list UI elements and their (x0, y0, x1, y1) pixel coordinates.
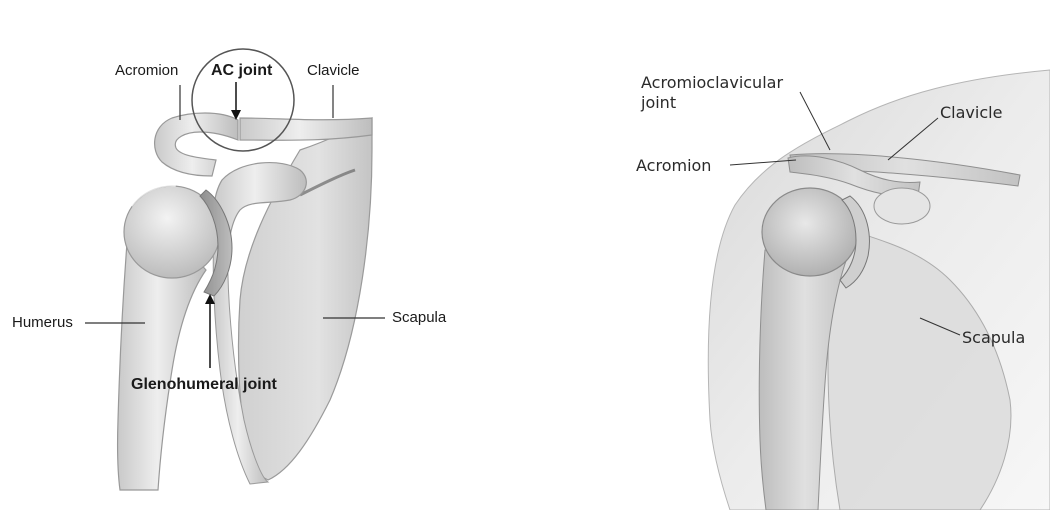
acromion-label: Acromion (115, 63, 178, 80)
scapula-label-right: Scapula (962, 329, 1025, 347)
acromioclavicular-label-line1: Acromioclavicular (641, 74, 783, 92)
coracoid-right (874, 188, 930, 224)
acromion-label-right: Acromion (636, 157, 711, 175)
clavicle-label-right: Clavicle (940, 104, 1002, 122)
glenohumeral-joint-label: Glenohumeral joint (131, 376, 277, 394)
humerus-label: Humerus (12, 315, 73, 332)
clavicle-label: Clavicle (307, 63, 360, 80)
scapula-label: Scapula (392, 310, 446, 327)
ac-joint-label: AC joint (211, 62, 272, 80)
acromioclavicular-label-line2: joint (641, 94, 676, 112)
acromion-bone (155, 113, 238, 176)
right-shoulder-illustration (520, 0, 1050, 510)
clavicle-bone (240, 118, 372, 140)
left-shoulder-diagram: Acromion AC joint Clavicle Humerus Scapu… (0, 0, 520, 510)
right-shoulder-diagram: Acromioclavicular joint Clavicle Acromio… (520, 0, 1050, 510)
